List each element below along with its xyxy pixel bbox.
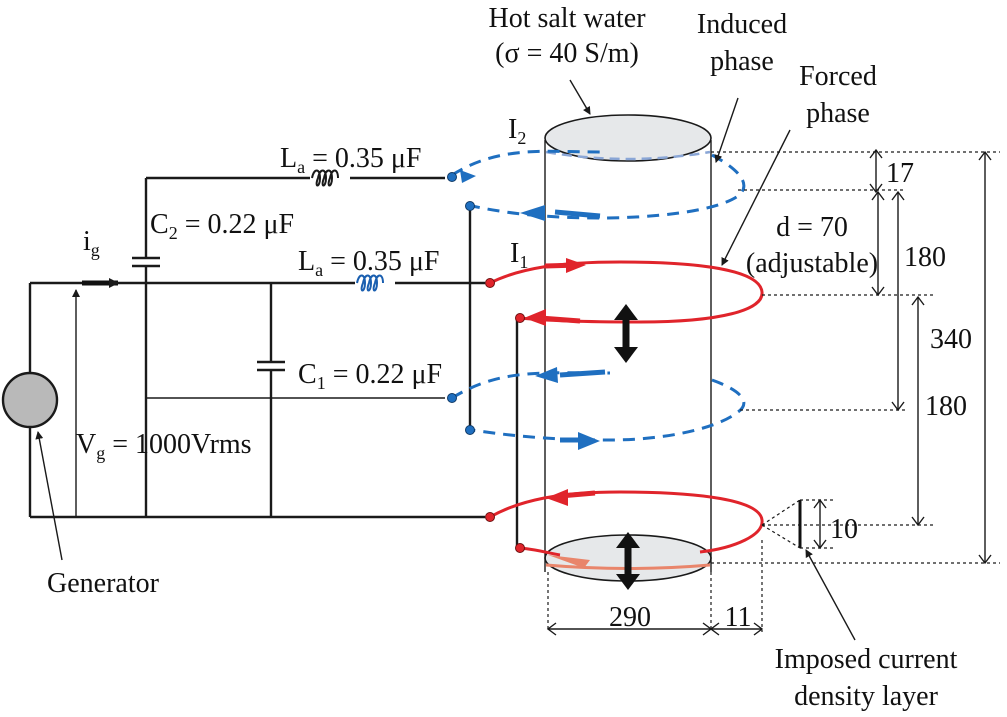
move-arrow-lower [616, 532, 640, 590]
forced-phase-coils [485, 258, 764, 557]
callout-leaders [35, 79, 856, 641]
imposed-layer-label-1: Imposed current [775, 644, 958, 675]
dim-340-label: 340 [930, 324, 972, 355]
generator-symbol [1, 283, 59, 517]
adjustable-label: (adjustable) [746, 248, 878, 279]
forced-phase-label-2: phase [806, 98, 870, 129]
dim-290-label: 290 [609, 602, 651, 633]
vg-label: Vg = 1000Vrms [76, 429, 252, 463]
la-mid-label: La = 0.35 μF [298, 246, 439, 280]
generator-label: Generator [47, 568, 160, 599]
induced-phase-coils [447, 149, 746, 450]
hot-salt-water-label: Hot salt water [488, 3, 646, 34]
dim-180-upper-label: 180 [904, 242, 946, 273]
dim-10-label: 10 [830, 514, 858, 545]
induced-phase-label-2: phase [710, 46, 774, 77]
i1-label: I1 [510, 238, 528, 272]
move-arrow-upper [614, 304, 638, 363]
dim-180-lower-label: 180 [925, 391, 967, 422]
circuit [1, 169, 519, 548]
inductor-top [310, 169, 350, 187]
imposed-layer-label-2: density layer [794, 681, 939, 712]
induced-phase-label-1: Induced [697, 9, 787, 40]
c2-label: C2 = 0.22 μF [150, 209, 294, 243]
c1-label: C1 = 0.22 μF [298, 359, 442, 393]
conductivity-label: (σ = 40 S/m) [495, 38, 639, 69]
c2-branch [132, 176, 445, 517]
dimension-lines [546, 148, 1000, 636]
forced-phase-label-1: Forced [799, 61, 877, 92]
dim-11-label: 11 [725, 602, 752, 633]
dim-17-label: 17 [886, 158, 914, 189]
bottom-current-arrow [548, 555, 590, 568]
ig-label: ig [83, 226, 100, 260]
distance-label: d = 70 [776, 212, 848, 243]
i2-label: I2 [508, 114, 526, 148]
inductor-mid [355, 274, 395, 292]
c1-branch [257, 283, 285, 517]
la-top-label: La = 0.35 μF [280, 143, 421, 177]
